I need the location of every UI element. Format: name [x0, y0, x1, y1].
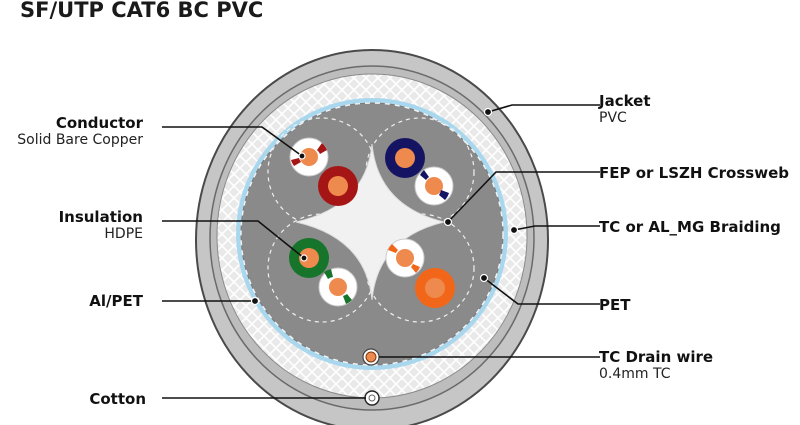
label-crossweb: FEP or LSZH Crossweb	[599, 164, 789, 182]
label-drain-wire: TC Drain wire	[599, 348, 713, 366]
crossweb-separator	[295, 143, 445, 301]
pair-orange	[385, 238, 455, 308]
label-jacket: Jacket	[598, 92, 651, 110]
label-al-pet: Al/PET	[89, 292, 143, 310]
label-pet: PET	[599, 296, 631, 314]
leaders-right	[379, 104, 600, 358]
label-jacket-detail: PVC	[599, 110, 627, 126]
label-conductor: Conductor	[56, 114, 144, 132]
label-insulation: Insulation	[59, 208, 143, 226]
pair-green	[289, 238, 358, 307]
drain-wire	[362, 348, 380, 366]
label-braiding: TC or AL_MG Braiding	[599, 218, 781, 236]
label-drain-wire-detail: 0.4mm TC	[599, 366, 671, 382]
cotton-filler	[364, 390, 380, 406]
label-conductor-detail: Solid Bare Copper	[17, 132, 143, 148]
label-cotton: Cotton	[89, 390, 146, 408]
pet-dashed-edge	[240, 102, 504, 366]
leaders-left	[162, 126, 366, 399]
pair-red	[289, 137, 358, 206]
label-insulation-detail: HDPE	[104, 226, 143, 242]
pair-blue	[385, 138, 454, 206]
diagram-title: SF/UTP CAT6 BC PVC	[20, 0, 263, 22]
